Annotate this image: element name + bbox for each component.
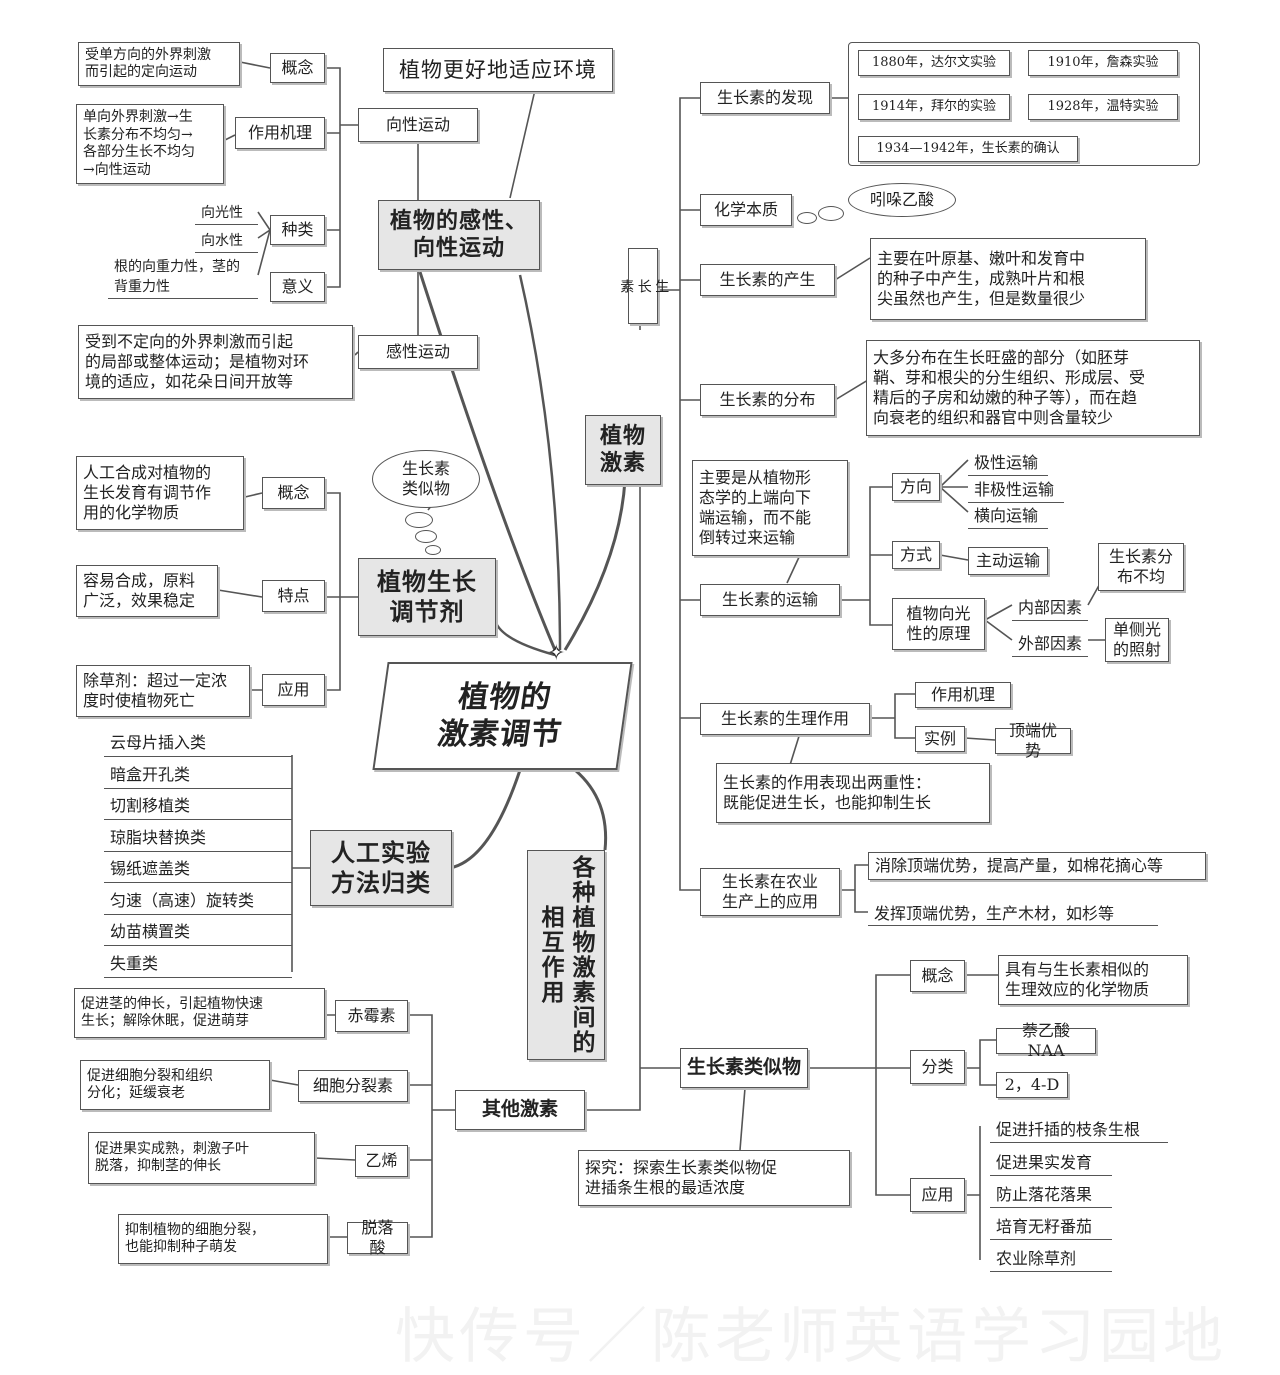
meaning-label[interactable]: 意义 [270, 272, 325, 302]
tropism-node[interactable]: 植物的感性、 向性运动 [378, 200, 540, 270]
apical-dominance[interactable]: 顶端优势 [995, 721, 1071, 760]
inner-factor-text: 生长素分 布不均 [1098, 543, 1184, 591]
dual-effect: 生长素的作用表现出两重性： 既能促进生长，也能抑制生长 [716, 763, 990, 823]
use-3: 防止落花落果 [990, 1179, 1112, 1208]
mechanism-label[interactable]: 作用机理 [235, 117, 325, 149]
use-5: 农业除草剂 [990, 1243, 1112, 1272]
analog-concept[interactable]: 概念 [910, 960, 965, 992]
experiment-item: 切割移植类 [104, 790, 292, 820]
discovery-went[interactable]: 1928年，温特实验 [1028, 94, 1178, 120]
cloud-bubble [797, 212, 817, 224]
cloud-bubble [425, 545, 441, 555]
hormone-name[interactable]: 细胞分裂素 [298, 1070, 408, 1102]
phototropism-principle[interactable]: 植物向光 性的原理 [892, 598, 985, 650]
nonpolar-transport: 非极性运输 [968, 474, 1064, 503]
reg-apply-text: 除草剂：超过一定浓 度时使植物死亡 [76, 665, 250, 717]
cloud-bubble [405, 512, 433, 528]
analog-concept-text: 具有与生长素相似的 生理效应的化学物质 [998, 955, 1188, 1005]
use-4: 培育无籽番茄 [990, 1211, 1112, 1240]
active-transport[interactable]: 主动运输 [968, 547, 1048, 575]
reg-concept-label[interactable]: 概念 [262, 477, 325, 509]
discovery-confirm[interactable]: 1934—1942年，生长素的确认 [858, 136, 1078, 162]
analog-use[interactable]: 应用 [910, 1178, 965, 1212]
reg-apply-label[interactable]: 应用 [262, 674, 325, 706]
concept-label[interactable]: 概念 [270, 53, 325, 83]
hormone-name[interactable]: 赤霉素 [335, 1000, 408, 1032]
experiment-item: 琼脂块替换类 [104, 822, 292, 852]
experiment-item: 云母片插入类 [104, 727, 292, 757]
experiment-item: 暗盒开孔类 [104, 759, 292, 789]
way-label[interactable]: 方式 [892, 541, 940, 569]
agri-app-1[interactable]: 消除顶端优势，提高产量，如棉花摘心等 [868, 852, 1206, 880]
produce-text: 主要在叶原基、嫩叶和发育中 的种子中产生，成熟叶片和根 尖虽然也产生，但是数量很… [870, 238, 1146, 320]
produce-label[interactable]: 生长素的产生 [700, 264, 835, 296]
hormone-name[interactable]: 脱落酸 [347, 1218, 408, 1257]
experiments-node[interactable]: 人工实验 方法归类 [310, 830, 452, 906]
direction-label[interactable]: 方向 [892, 473, 940, 501]
type-hydrotropism: 向水性 [195, 228, 258, 253]
watermark: 快传号／陈老师英语学习园地 [395, 1302, 1227, 1372]
transport-label[interactable]: 生长素的运输 [700, 584, 840, 616]
agri-app-2: 发挥顶端优势，生产木材，如杉等 [868, 898, 1158, 926]
regulator-cloud: 生长素 类似物 [372, 450, 480, 508]
distrib-text: 大多分布在生长旺盛的部分（如胚芽 鞘、芽和根尖的分生组织、形成层、受 精后的子房… [866, 340, 1200, 436]
interact-node[interactable]: 各种植物激素间的相互作用 [527, 850, 605, 1060]
type-gravitropism: 根的向重力性，茎的 背重力性 [108, 254, 258, 299]
experiment-item: 幼苗横置类 [104, 916, 292, 946]
cloud-bubble [818, 206, 844, 221]
analog-explore: 探究：探索生长素类似物促 进插条生根的最适浓度 [578, 1150, 850, 1206]
chemical-cloud: 吲哚乙酸 [848, 183, 956, 217]
type-phototropism: 向光性 [195, 200, 258, 225]
physio-example[interactable]: 实例 [915, 726, 965, 752]
use-2: 促进果实发育 [990, 1147, 1112, 1176]
chemical-label[interactable]: 化学本质 [700, 194, 792, 226]
auxin-node[interactable]: 生 长 素 [618, 248, 669, 324]
discovery-paal[interactable]: 1914年，拜尔的实验 [858, 94, 1010, 120]
use-1: 促进扦插的枝条生根 [990, 1114, 1168, 1143]
outer-factor: 外部因素 [1012, 628, 1088, 657]
experiment-item: 锡纸遮盖类 [104, 853, 292, 883]
discovery-darwin[interactable]: 1880年，达尔文实验 [858, 50, 1010, 76]
hormone-name[interactable]: 乙烯 [355, 1145, 408, 1177]
adapt-callout: 植物更好地适应环境 [383, 48, 613, 92]
analog-node[interactable]: 生长素类似物 [680, 1048, 808, 1088]
agri-label[interactable]: 生长素在农业 生产上的应用 [700, 868, 840, 916]
mechanism-text: 单向外界刺激→生 长素分布不均匀→ 各部分生长不均匀 →向性运动 [76, 104, 224, 184]
plant-hormone-node[interactable]: 植物 激素 [585, 415, 661, 485]
analog-class[interactable]: 分类 [910, 1050, 965, 1084]
reg-feature-label[interactable]: 特点 [262, 580, 325, 612]
physio-label[interactable]: 生长素的生理作用 [700, 703, 870, 735]
ganxing-node[interactable]: 感性运动 [358, 335, 478, 369]
regulator-node[interactable]: 植物生长 调节剂 [358, 558, 496, 636]
class-naa[interactable]: 萘乙酸 NAA [996, 1021, 1096, 1060]
discovery-label[interactable]: 生长素的发现 [700, 82, 830, 114]
xiangxing-node[interactable]: 向性运动 [358, 108, 478, 142]
experiment-item: 失重类 [104, 948, 292, 978]
cloud-bubble [415, 530, 437, 543]
types-label[interactable]: 种类 [270, 215, 325, 245]
ganxing-text: 受到不定向的外界刺激而引起 的局部或整体运动；是植物对环 境的适应，如花朵日间开… [78, 325, 353, 399]
concept-text: 受单方向的外界刺激 而引起的定向运动 [78, 42, 240, 86]
hormone-effect: 抑制植物的细胞分裂， 也能抑制种子萌发 [118, 1214, 328, 1264]
reg-feature-text: 容易合成，原料 广泛，效果稳定 [76, 565, 218, 617]
discovery-jensen[interactable]: 1910年，詹森实验 [1028, 50, 1178, 76]
star-icon: ✧ [547, 641, 566, 666]
polar-transport: 极性运输 [968, 447, 1048, 476]
hormone-effect: 促进细胞分裂和组织 分化；延缓衰老 [80, 1060, 270, 1110]
hormone-effect: 促进果实成熟，刺激子叶 脱落，抑制茎的伸长 [88, 1132, 315, 1184]
transport-note: 主要是从植物形 态学的上端向下 端运输，而不能 倒转过来运输 [692, 460, 848, 556]
center-node[interactable]: 植物的 激素调节 [372, 662, 633, 770]
others-node[interactable]: 其他激素 [455, 1090, 585, 1130]
lateral-transport: 横向运输 [968, 500, 1048, 529]
physio-mechanism[interactable]: 作用机理 [915, 682, 1011, 708]
experiment-item: 匀速（高速）旋转类 [104, 885, 292, 915]
inner-factor: 内部因素 [1012, 592, 1088, 621]
reg-concept-text: 人工合成对植物的 生长发育有调节作 用的化学物质 [76, 456, 244, 530]
class-24d[interactable]: 2，4-D [996, 1072, 1068, 1098]
hormone-effect: 促进茎的伸长，引起植物快速 生长；解除休眠，促进萌芽 [74, 988, 325, 1038]
distrib-label[interactable]: 生长素的分布 [700, 384, 835, 416]
outer-factor-text: 单侧光 的照射 [1105, 618, 1169, 662]
